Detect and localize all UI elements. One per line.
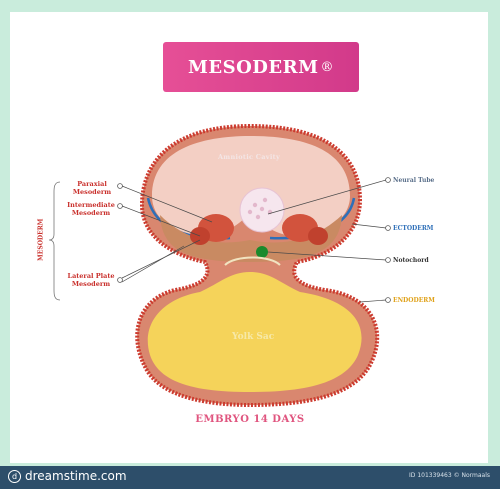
notochord-label: Notochord [393, 257, 429, 264]
yolk-sac-label: Yolk Sac [232, 332, 274, 342]
notochord-dot [256, 246, 268, 258]
mesoderm-bracket-label: MESODERM [37, 205, 45, 275]
brand-icon: d [8, 470, 21, 483]
neural-tube-label: Neural Tube [393, 177, 434, 184]
right-lateral-blob [308, 227, 328, 245]
ectoderm-label: ECTODERM [393, 225, 433, 232]
mesoderm-bracket [49, 182, 60, 300]
lateral-plate-mesoderm-label: Lateral Plate Mesoderm [64, 273, 118, 288]
watermark-footer: d dreamstime.com ID 101339463 © Normaals [0, 466, 500, 489]
image-id-text: ID 101339463 © Normaals [409, 472, 490, 479]
brand-logo: d dreamstime.com [8, 469, 127, 483]
paraxial-mesoderm-label: Paraxial Mesoderm [68, 181, 116, 196]
brand-text: dreamstime.com [25, 469, 127, 483]
endoderm-label: ENDODERM [393, 297, 435, 304]
caption-text: EMBRYO 14 DAYS [0, 414, 500, 425]
amniotic-cavity-label: Amniotic Cavity [214, 153, 284, 161]
intermediate-mesoderm-label: Intermediate Mesoderm [64, 202, 118, 217]
